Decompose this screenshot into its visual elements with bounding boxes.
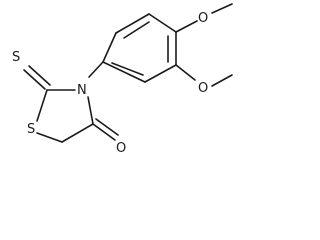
bond-ar-1-2	[102, 32, 117, 63]
bond-c4-n3	[87, 96, 94, 125]
methoxy-bottom	[175, 64, 233, 87]
bond-o-ch3-top	[211, 3, 233, 14]
atom-label-methoxy-o-top: O	[198, 11, 208, 26]
bond-ar-inner-c	[111, 62, 144, 76]
atom-label-ring-s: S	[27, 122, 35, 137]
benzene-ring	[102, 13, 177, 83]
bond-c5-c4	[61, 123, 94, 143]
atom-label-carbonyl-o: O	[116, 141, 126, 156]
thione-double-bond	[23, 65, 51, 90]
bond-ar-o-top	[175, 20, 198, 33]
structural-formula: S S N O O O	[12, 3, 233, 156]
bond-ar-3-4	[148, 13, 177, 33]
bond-ar-6-1	[102, 61, 146, 83]
bond-c2-s1	[36, 89, 48, 122]
bond-c2-s-thione-b	[28, 65, 51, 86]
bond-c4-o-b	[95, 118, 119, 136]
bond-c2-s-thione-a	[23, 69, 46, 90]
bond-ar-o-bottom	[175, 64, 196, 81]
bond-s1-c5	[36, 132, 63, 143]
bond-ar-2-3	[115, 13, 150, 34]
bond-n3-aryl	[88, 61, 104, 78]
bond-ar-5-6	[144, 64, 177, 83]
methoxy-top	[175, 3, 233, 33]
bond-c4-o-a	[92, 123, 116, 141]
thiazolidine-ring	[36, 89, 94, 143]
atom-label-thione-s: S	[12, 50, 20, 65]
bond-o-ch3-bottom	[211, 74, 233, 87]
atom-label-methoxy-o-bottom: O	[198, 81, 208, 96]
carbonyl-double-bond	[92, 118, 119, 141]
bond-ar-inner-a	[123, 21, 150, 39]
atom-label-ring-n: N	[77, 83, 87, 98]
